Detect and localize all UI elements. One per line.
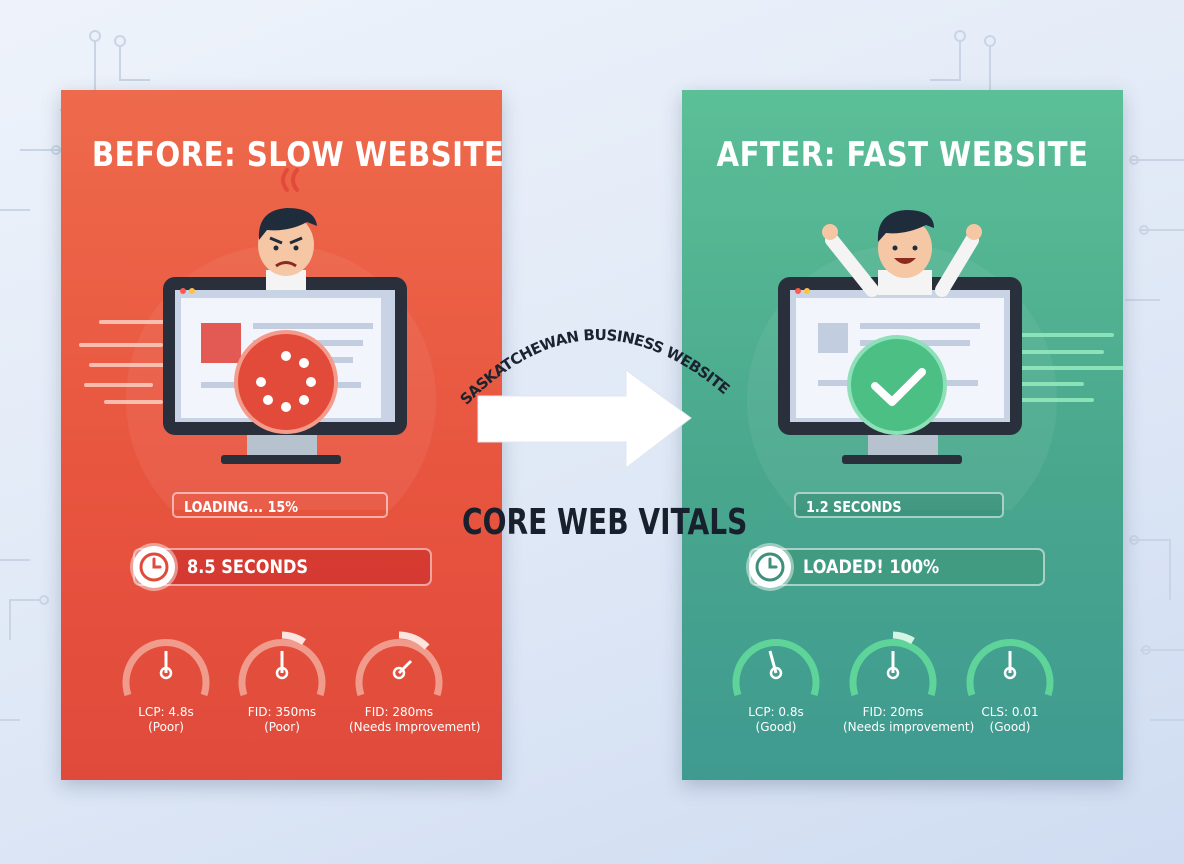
gauge-fid-secondary: FID: 280ms (Needs Improvement) <box>349 625 481 735</box>
gauge-fid-secondary-rating: (Needs Improvement) <box>349 720 481 734</box>
loading-progress-label: LOADING... 15% <box>184 498 298 516</box>
after-panel: AFTER: FAST WEBSITE <box>682 90 1123 780</box>
happy-person-icon <box>822 210 982 297</box>
gauge-cls-rating: (Good) <box>989 720 1031 734</box>
gauge-fid-secondary-value: FID: 280ms <box>364 705 434 719</box>
loaded-bar: LOADED! 100% <box>749 546 1045 588</box>
gauge-lcp: LCP: 0.8s (Good) <box>726 625 826 735</box>
clock-icon <box>749 546 791 588</box>
gauge-lcp: LCP: 4.8s (Poor) <box>116 625 216 735</box>
core-web-vitals-label: CORE WEB VITALS <box>462 502 748 543</box>
speed-lines <box>79 320 183 404</box>
optimization-arc: SASKATCHEWAN BUSINESS WEBSITE OPTIMIZATI… <box>440 285 737 408</box>
gauge-lcp-rating: (Poor) <box>148 720 184 734</box>
svg-text:SASKATCHEWAN BUSINESS WEBSITE: SASKATCHEWAN BUSINESS WEBSITE OPTIMIZATI… <box>440 285 737 408</box>
gauge-cls: CLS: 0.01 (Good) <box>960 625 1060 735</box>
speed-bar: 1.2 SECONDS <box>794 492 1004 518</box>
gauge-fid-value: FID: 350ms <box>247 705 317 719</box>
loading-progress-bar: LOADING... 15% <box>172 492 388 518</box>
loading-spinner-icon <box>234 330 338 434</box>
gauge-fid-rating: (Poor) <box>264 720 300 734</box>
gauge-fid-rating: (Needs improvement) <box>843 720 975 734</box>
after-illustration <box>747 210 1123 510</box>
before-panel: BEFORE: SLOW WEBSITE <box>61 90 502 780</box>
frustrated-person-icon <box>258 168 317 290</box>
arc-text-label: SASKATCHEWAN BUSINESS WEBSITE OPTIMIZATI… <box>440 285 737 408</box>
after-title: AFTER: FAST WEBSITE <box>716 135 1089 175</box>
load-time-bar: 8.5 SECONDS <box>133 546 432 588</box>
right-arrow-icon <box>477 370 692 470</box>
checkmark-icon <box>847 335 947 435</box>
gauge-cls-value: CLS: 0.01 <box>981 705 1039 719</box>
gauge-fid: FID: 350ms (Poor) <box>232 625 332 735</box>
speed-label: 1.2 SECONDS <box>806 498 902 516</box>
gauge-fid: FID: 20ms (Needs improvement) <box>843 625 975 735</box>
gauge-lcp-value: LCP: 0.8s <box>748 705 804 719</box>
before-illustration <box>79 168 436 510</box>
gauge-lcp-rating: (Good) <box>755 720 797 734</box>
load-time-label: 8.5 SECONDS <box>187 556 309 578</box>
gauge-fid-value: FID: 20ms <box>862 705 924 719</box>
loaded-label: LOADED! 100% <box>803 556 940 578</box>
clock-icon <box>133 546 175 588</box>
gauge-lcp-value: LCP: 4.8s <box>138 705 194 719</box>
